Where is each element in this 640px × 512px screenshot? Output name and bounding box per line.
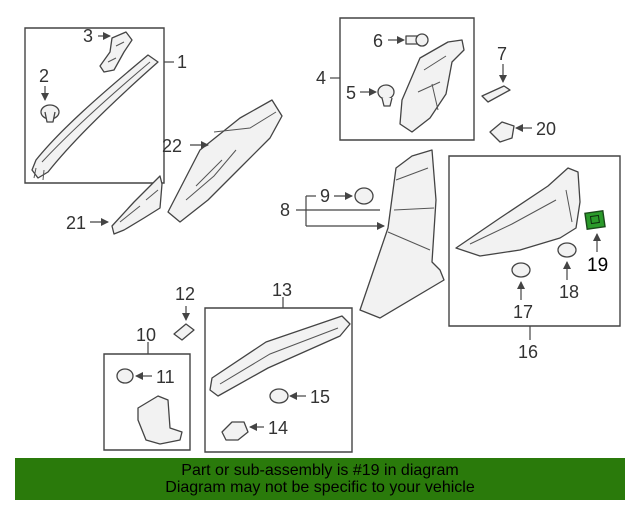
pin-12-part: 12: [173, 284, 195, 341]
b-pillar-upper-trim-part: [399, 39, 465, 133]
clip-3-part: 3: [83, 26, 133, 73]
callout-12[interactable]: 12: [175, 284, 195, 304]
clip-11-part: 11: [116, 367, 175, 387]
callout-5[interactable]: 5: [346, 83, 356, 103]
callout-18[interactable]: 18: [559, 282, 579, 302]
kick-panel-part: [455, 167, 581, 257]
callout-3[interactable]: 3: [83, 26, 93, 46]
clip-15-part: 15: [269, 387, 330, 407]
fastener-17-part: 17: [511, 262, 533, 322]
clip-5-part: 5: [346, 83, 395, 107]
callout-20[interactable]: 20: [536, 119, 556, 139]
group-box-10: 10: [103, 325, 191, 451]
b-pillar-lower-trim-part: 8: [280, 149, 445, 319]
banner-line-1: Part or sub-assembly is #19 in diagram: [181, 462, 459, 479]
clip-14-part: 14: [221, 418, 288, 441]
panel-22-part: 22: [162, 99, 283, 223]
callout-16[interactable]: 16: [518, 342, 538, 362]
banner-line-2: Diagram may not be specific to your vehi…: [165, 479, 475, 496]
clip-2-part: 2: [39, 66, 60, 123]
bracket-21-part: 21: [66, 175, 163, 235]
highlighted-part-19[interactable]: 19: [584, 210, 608, 276]
a-pillar-trim-part: [31, 54, 159, 181]
callout-1[interactable]: 1: [177, 52, 187, 72]
callout-4[interactable]: 4: [316, 68, 326, 88]
callout-9[interactable]: 9: [320, 186, 330, 206]
part-info-banner: Part or sub-assembly is #19 in diagram D…: [15, 458, 625, 500]
callout-22[interactable]: 22: [162, 136, 182, 156]
callout-2[interactable]: 2: [39, 66, 49, 86]
callout-11[interactable]: 11: [156, 367, 175, 387]
callout-14[interactable]: 14: [268, 418, 288, 438]
callout-8[interactable]: 8: [280, 200, 290, 220]
group-box-13: 13: [204, 280, 353, 453]
group-box-1: 1: [24, 27, 187, 184]
trim-strip-7-part: 7: [481, 44, 511, 103]
clip-9-part: 9: [306, 186, 374, 206]
clip-20-part: 20: [489, 119, 556, 143]
callout-17[interactable]: 17: [513, 302, 533, 322]
trim-cover-part: [137, 395, 183, 445]
callout-19[interactable]: 19: [587, 255, 608, 276]
group-box-4: 4: [316, 17, 475, 141]
callout-21[interactable]: 21: [66, 213, 86, 233]
callout-10[interactable]: 10: [136, 325, 156, 345]
bolt-6-part: 6: [373, 31, 429, 51]
scuff-plate-part: [209, 315, 351, 397]
callout-6[interactable]: 6: [373, 31, 383, 51]
fastener-18-part: 18: [557, 242, 579, 302]
callout-7[interactable]: 7: [497, 44, 507, 64]
callout-15[interactable]: 15: [310, 387, 330, 407]
callout-13[interactable]: 13: [272, 280, 292, 300]
group-box-16: 16: [448, 155, 621, 362]
